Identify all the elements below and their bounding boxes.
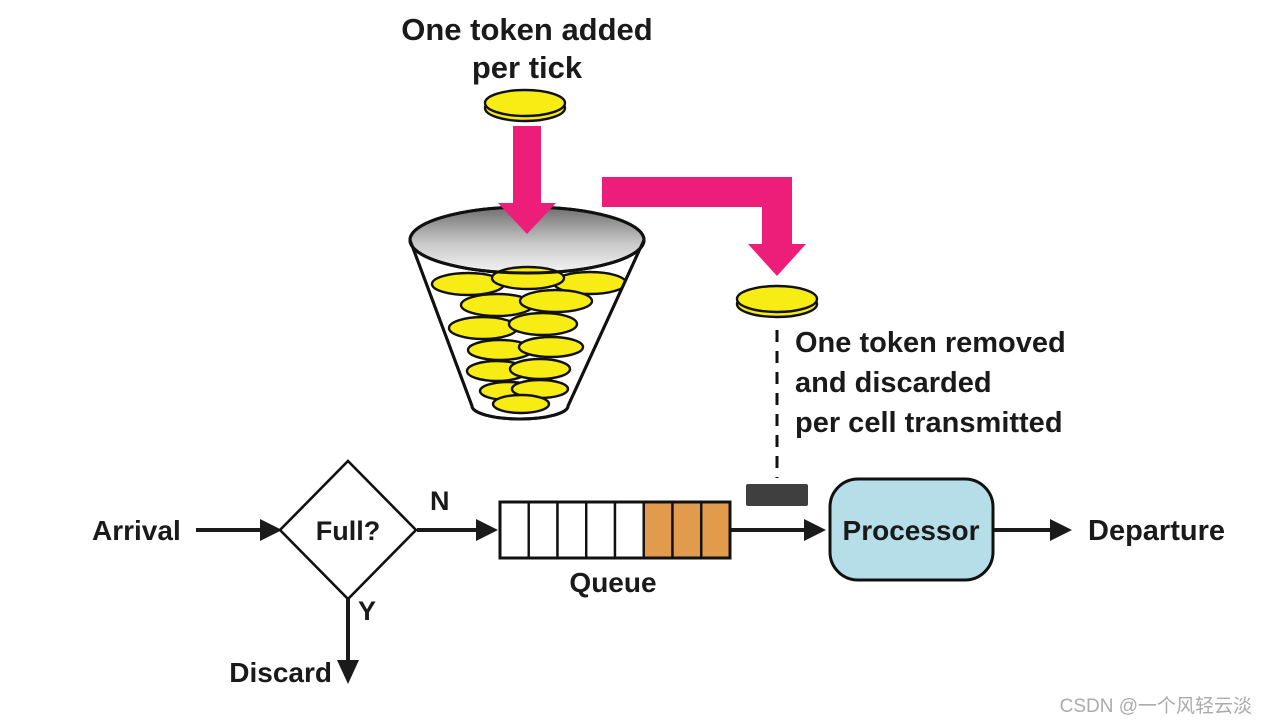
removed-token-icon [735,284,819,319]
token-coin [491,393,551,415]
to-processor-arrowhead [804,519,826,541]
caption-token-removed-line3: per cell transmitted [795,407,1063,439]
queue-cell [585,500,617,560]
arrival-label: Arrival [92,515,181,546]
arrival-arrowhead [260,519,282,541]
to-departure-arrowhead [1050,519,1072,541]
bucket-tokens [430,265,628,415]
token-coin [447,315,519,341]
token-coin [735,284,819,314]
bucket-outline [408,239,646,421]
yes-branch-label: Y [358,596,376,626]
token-coin [517,335,585,359]
full-decision-label: Full? [316,516,380,546]
caption-token-added-line1: One token added [401,12,652,47]
token-coin [490,265,566,291]
departure-label: Departure [1088,515,1225,547]
watermark: CSDN @一个风轻云淡 [1060,695,1252,717]
token-add-arrow [498,126,556,234]
queue-label: Queue [569,567,656,598]
transmission-gate [746,484,808,506]
queue-cell [642,500,674,560]
queue-cell [700,500,732,560]
no-branch-label: N [430,486,450,516]
queue-cell [613,500,645,560]
caption-token-removed-line1: One token removed [795,327,1066,359]
queue-cell [527,500,559,560]
cell-flow: Arrival Full? N Queue Processor Departur… [92,459,1225,688]
token-coin [483,88,567,118]
queue-cell [671,500,703,560]
discard-arrowhead [337,660,359,684]
processor-box [828,477,995,582]
incoming-token-icon [483,88,567,123]
queue-outline [498,500,732,560]
caption-token-removed-line2: and discarded [795,367,992,399]
caption-token-added-line2: per tick [472,50,583,85]
token-coin [507,311,579,337]
discard-label: Discard [229,657,332,688]
processor-label: Processor [843,515,980,546]
token-bucket [408,205,646,421]
token-coin [518,288,594,314]
token-coin [508,357,572,381]
queue-cell [556,500,588,560]
queue-cell [498,500,530,560]
no-arrowhead [476,519,498,541]
queue-cells [498,500,732,560]
token-remove-arrow [602,177,806,276]
